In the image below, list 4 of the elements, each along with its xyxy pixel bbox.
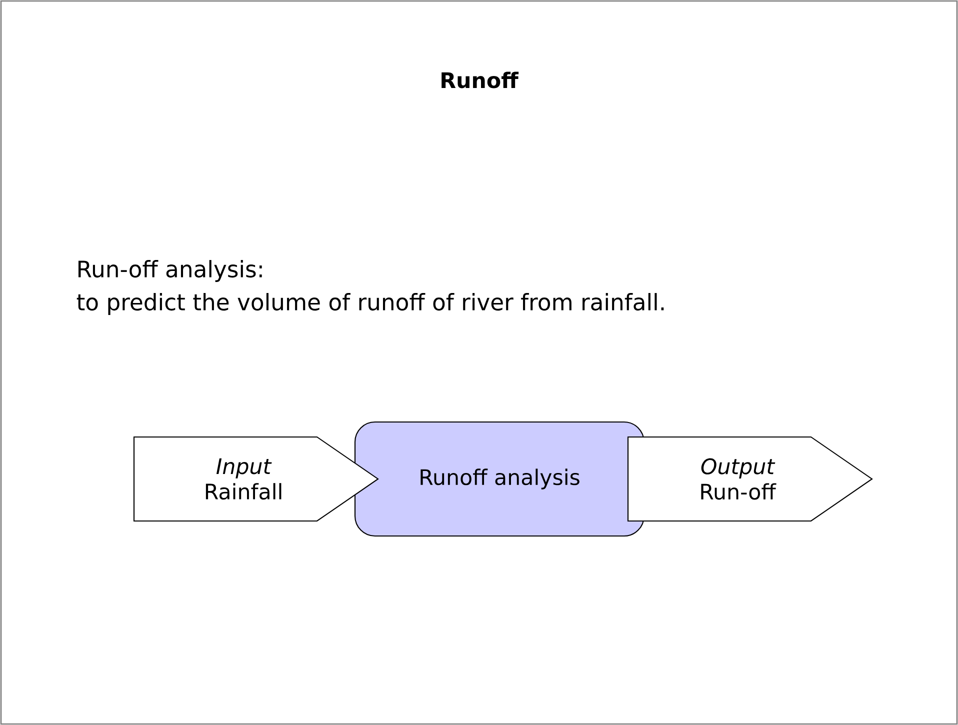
process-box: Runoff analysis (354, 421, 645, 537)
text-line: to predict the volume of runoff of river from rainfall. (76, 293, 664, 315)
text-line: Run-off analysis: (78, 260, 262, 282)
title: Runoff (442, 72, 519, 88)
